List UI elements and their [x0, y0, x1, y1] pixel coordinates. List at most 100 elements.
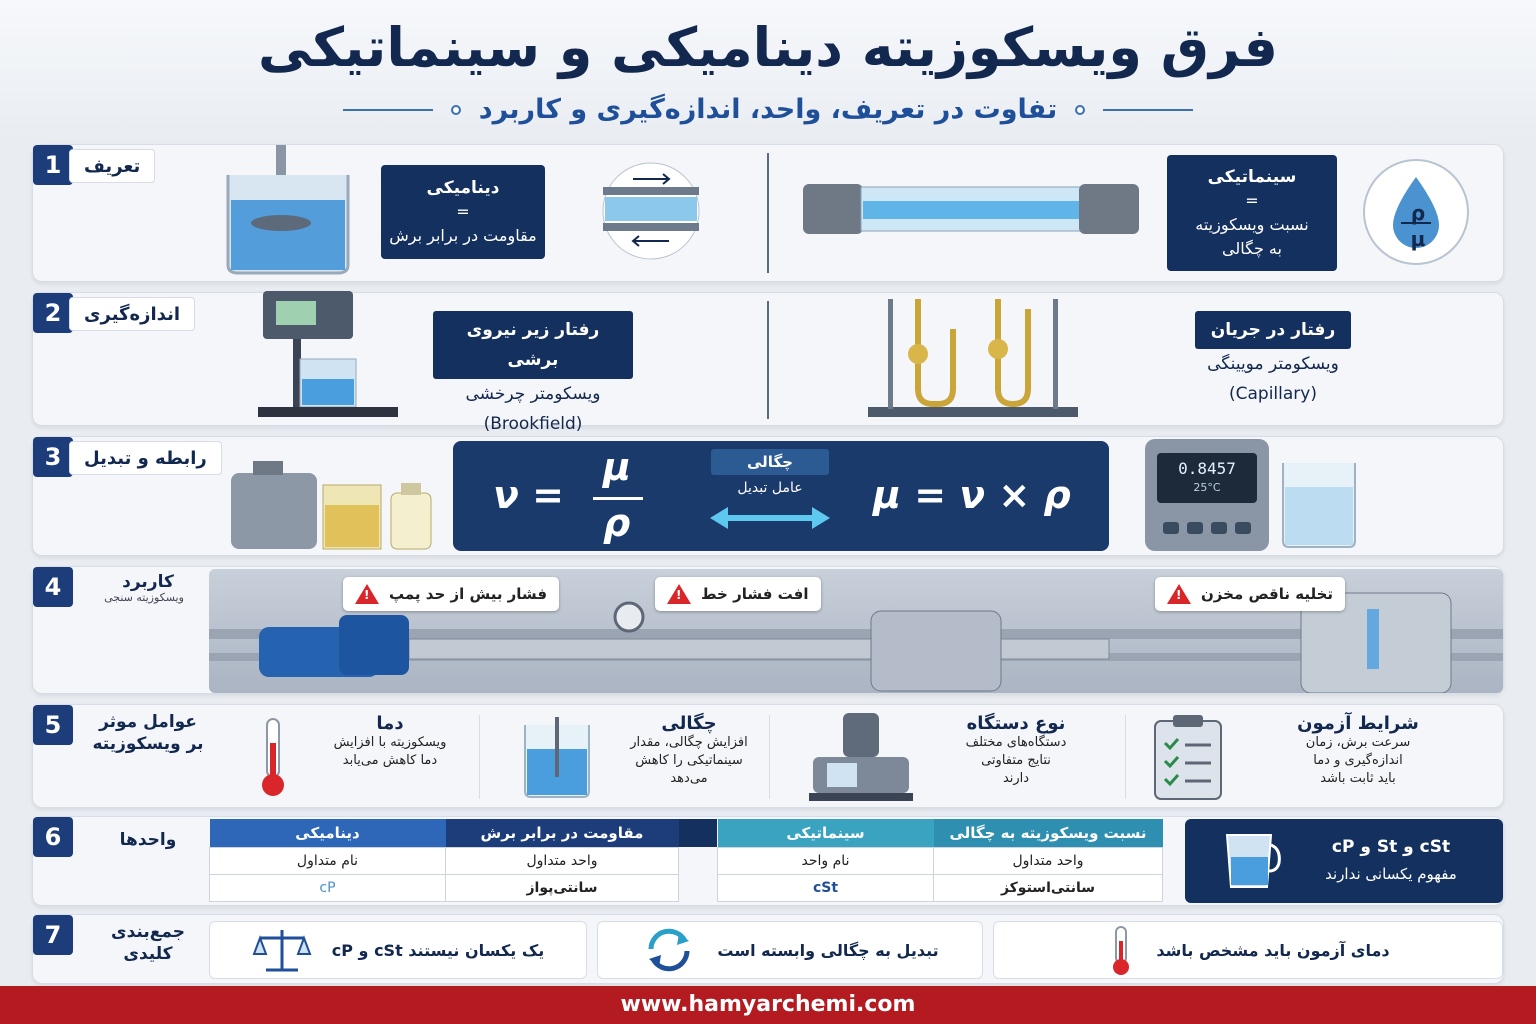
rotational-viscometer-icon: [258, 291, 398, 417]
units-note-line1: cP و St و cSt: [1331, 837, 1451, 857]
summary-temperature-box: دمای آزمون باید مشخص باشد: [993, 921, 1503, 979]
meter-reading: 0.8457: [1178, 459, 1236, 478]
beaker-mixer-icon: [226, 145, 350, 275]
section-number: 4: [33, 567, 73, 607]
factor-desc: می‌دهد: [670, 771, 708, 786]
thermometer-icon: [262, 718, 284, 796]
warning-icon: !: [1167, 584, 1191, 604]
rotational-viscometer-label: ویسکومتر چرخشی: [465, 384, 601, 404]
section-summary: 7 جمع‌بندی کلیدی cP و cSt یک یکسان نیستن…: [32, 914, 1504, 984]
section-label-line2: بر ویسکوزیته: [92, 734, 204, 754]
factor-desc: باید ثابت باشد: [1320, 771, 1396, 786]
warning-text: تخلیه ناقص مخزن: [1201, 585, 1334, 603]
formula-panel: ν = μ ρ چگالی عامل تبدیل μ = ν × ρ: [453, 441, 1109, 551]
capillary-tube-icon: [803, 184, 1139, 234]
page-title: فرق ویسکوزیته دینامیکی و سینماتیکی: [257, 16, 1279, 79]
page-subtitle: تفاوت در تعریف، واحد، اندازه‌گیری و کارب…: [478, 94, 1058, 125]
table-cell: نام واحد: [717, 846, 934, 875]
conversion-factor-label: عامل تبدیل: [737, 480, 803, 496]
factor-desc: نتایج متفاوتی: [981, 753, 1051, 768]
water-beaker-icon: [1282, 463, 1356, 548]
warning-pump-pressure: ! فشار بیش از حد پمپ: [343, 577, 560, 611]
factor-device-type: نوع دستگاه دستگاه‌های مختلف نتایج متفاوت…: [921, 713, 1111, 805]
capillary-viscometer-icon: [868, 299, 1078, 417]
double-arrow-icon: [710, 507, 830, 529]
shear-behavior-pill: رفتار زیر نیروی برشی: [433, 311, 633, 379]
summary-text: دمای آزمون باید مشخص باشد: [1156, 940, 1390, 960]
warning-text: فشار بیش از حد پمپ: [389, 585, 548, 603]
section-application: 4 کاربرد ویسکوزیته سنجی ! فشار بیش از حد…: [32, 566, 1504, 694]
density-label: چگالی: [711, 449, 829, 475]
divider: [1125, 715, 1126, 799]
density-meter-icon: 0.8457 25°C: [1145, 439, 1269, 551]
capillary-info: رفتار در جریان ویسکومتر مویینگی (Capilla…: [1143, 311, 1403, 409]
kinematic-definition-box: سینماتیکی = نسبت ویسکوزیته به چگالی: [1167, 155, 1337, 271]
dynamic-title: دینامیکی: [426, 178, 500, 198]
section-divider: [767, 153, 769, 273]
table-cell: سانتی‌استوکز: [933, 873, 1163, 902]
section-label: عوامل موثر بر ویسکوزیته: [83, 711, 213, 755]
table-header: نسبت ویسکوزیته به چگالی: [933, 819, 1163, 847]
meter-temp: 25°C: [1193, 481, 1221, 494]
warning-icon: !: [355, 584, 379, 604]
summary-text: تبدیل به چگالی وابسته است: [717, 940, 939, 960]
units-note-box: cP و St و cSt مفهوم یکسانی ندارند: [1185, 819, 1503, 903]
divider-dot: [1075, 104, 1086, 115]
table-cell: cSt: [717, 873, 934, 902]
formula-mu-numerator: μ: [603, 445, 631, 489]
section-label: واحدها: [119, 830, 177, 850]
header-separator: [679, 819, 717, 847]
thermometer-icon: [1113, 926, 1130, 975]
factor-density: چگالی افزایش چگالی، مقدار سینماتیکی را ک…: [599, 713, 779, 805]
flow-behavior-pill: رفتار در جریان: [1194, 311, 1352, 349]
capillary-viscometer-label: ویسکومتر مویینگی: [1207, 354, 1339, 374]
factor-desc: سرعت برش، زمان: [1305, 735, 1411, 750]
formula-mu-rhs: μ = ν × ρ: [873, 473, 1071, 517]
factor-desc: اندازه‌گیری و دما: [1313, 753, 1403, 768]
brookfield-label: (Brookfield): [483, 414, 583, 434]
measuring-cup-icon: [1225, 834, 1281, 888]
section-sublabel: ویسکوزیته سنجی: [104, 591, 184, 604]
kinematic-title: سینماتیکی: [1207, 167, 1297, 187]
summary-text: cP و cSt یک یکسان نیستند: [331, 940, 545, 960]
section-number: 3: [33, 437, 73, 477]
section-measurement: 2 اندازه‌گیری رفتار زیر نیروی برشی ویسکو…: [32, 291, 1504, 434]
formula-rho-denominator: ρ: [603, 501, 631, 545]
summary-units-box: cP و cSt یک یکسان نیستند: [209, 921, 587, 979]
capillary-label: (Capillary): [1229, 384, 1317, 404]
table-header: سینماتیکی: [717, 819, 934, 847]
section-label-line1: جمع‌بندی: [111, 922, 185, 942]
warning-line-pressure-drop: ! افت فشار خط: [655, 577, 821, 611]
factor-desc: سینماتیکی را کاهش: [635, 753, 743, 768]
section-label-line2: کلیدی: [123, 944, 173, 964]
divider-line: [342, 108, 433, 111]
section-label: جمع‌بندی کلیدی: [93, 921, 203, 965]
divider: [479, 715, 480, 799]
dynamic-desc: مقاومت در برابر برش: [389, 226, 537, 245]
table-cell: نام متداول: [209, 846, 446, 875]
section-definition: 1 تعریف دینامیکی = مقاومت در برابر برش س…: [32, 144, 1504, 282]
divider-line: [1103, 108, 1194, 111]
formula-nu-lhs: ν =: [493, 473, 564, 517]
website-link[interactable]: www.hamyarchemi.com: [620, 992, 916, 1017]
drop-symbol-icon: ρ μ: [1363, 159, 1469, 265]
divider-dot: [450, 104, 461, 115]
factor-test-conditions: شرایط آزمون سرعت برش، زمان اندازه‌گیری و…: [1253, 713, 1463, 805]
balance-scale-icon: [252, 930, 312, 972]
refresh-cycle-icon: [648, 928, 690, 972]
rotational-info: رفتار زیر نیروی برشی ویسکومتر چرخشی (Bro…: [433, 311, 633, 439]
table-cell: سانتی‌پواز: [445, 873, 679, 902]
fraction-bar: [593, 497, 643, 500]
section-factors: 5 عوامل موثر بر ویسکوزیته دما ویسکوزیته …: [32, 704, 1504, 808]
checklist-icon: [1154, 715, 1222, 800]
kinematic-desc-line2: به چگالی: [1222, 239, 1282, 258]
table-cell: واحد متداول: [933, 846, 1163, 875]
warning-tank-drain: ! تخلیه ناقص مخزن: [1155, 577, 1346, 611]
factor-desc: دارند: [1002, 771, 1030, 786]
table-header: مقاومت در برابر برش: [445, 819, 679, 847]
factor-temperature: دما ویسکوزیته با افزایش دما کاهش می‌یابد: [305, 713, 475, 805]
section-label: کاربرد: [122, 572, 174, 592]
shear-plates-icon: [602, 162, 700, 260]
factor-title: شرایط آزمون: [1297, 713, 1419, 734]
